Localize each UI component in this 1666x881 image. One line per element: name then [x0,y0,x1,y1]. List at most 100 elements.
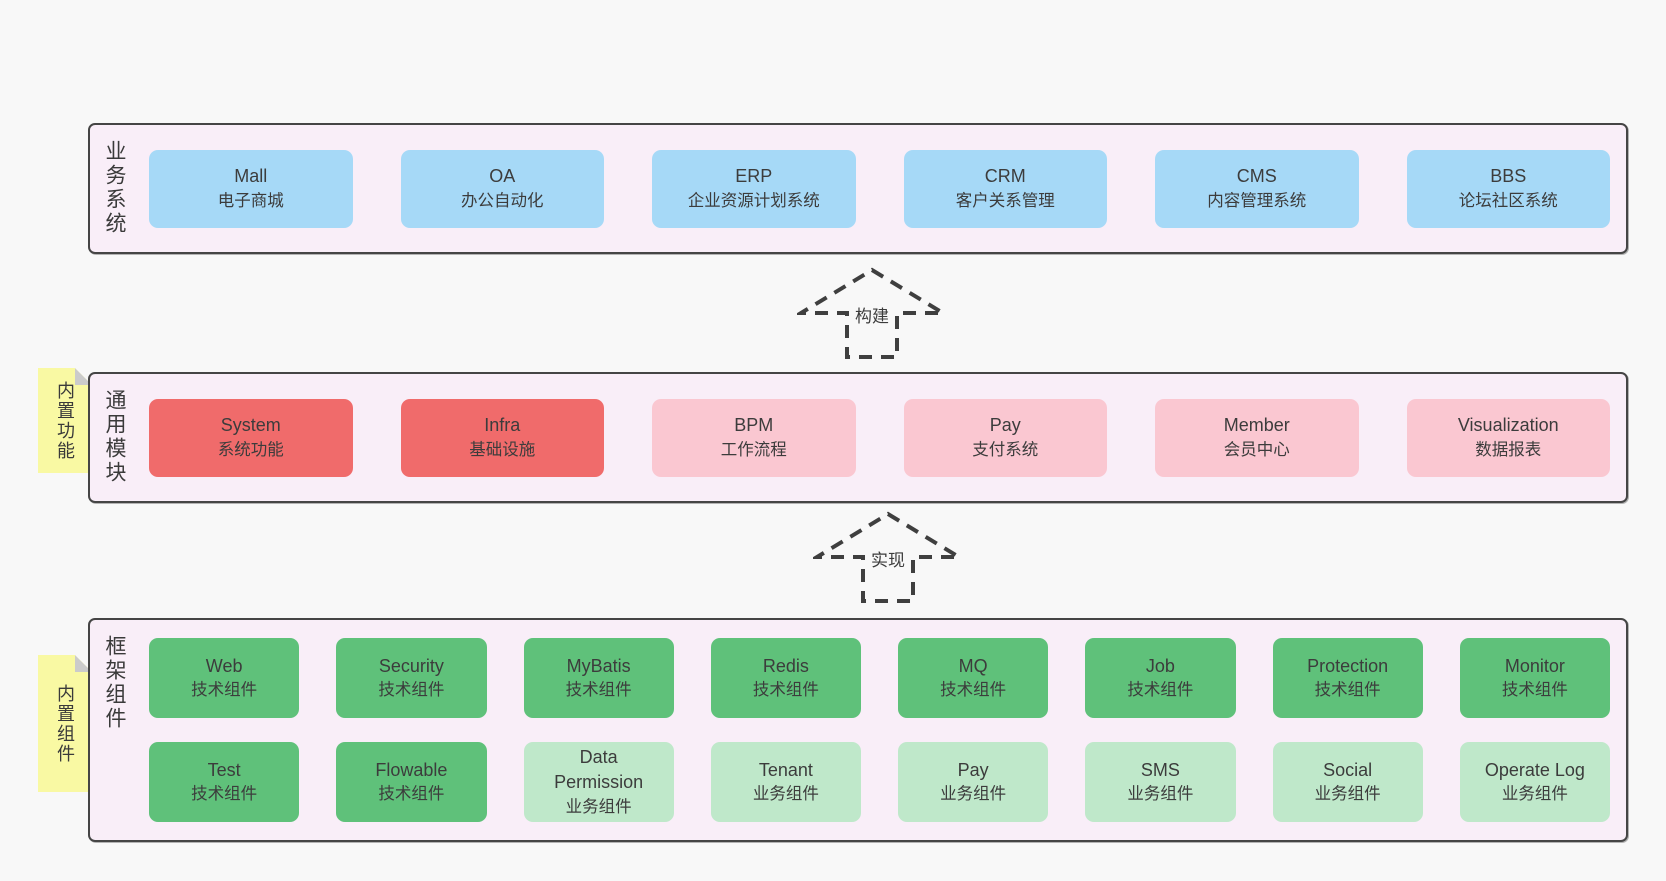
box-subtitle: 技术组件 [565,681,632,700]
box-subtitle: 数据报表 [1475,440,1542,459]
build-arrow: 构建 [797,266,947,361]
module-box-data-permission: Data Permission 业务组件 [523,742,674,822]
sticky-note-builtin-features: 内置功能 [38,368,92,473]
box-subtitle: 业务组件 [565,797,632,816]
box-title: CMS [1236,166,1277,187]
box-subtitle: 内容管理系统 [1207,191,1307,210]
box-subtitle: 技术组件 [940,681,1007,700]
box-title: MyBatis [566,655,631,676]
module-box-test: Test 技术组件 [149,742,300,822]
box-title: Mall [234,166,268,187]
box-title: Member [1223,415,1290,436]
module-box-tenant: Tenant 业务组件 [710,742,861,822]
module-box-redis: Redis 技术组件 [710,638,861,718]
module-box-social: Social 业务组件 [1272,742,1423,822]
box-title: System [220,415,281,436]
box-title: Flowable [375,759,448,780]
box-subtitle: 技术组件 [191,785,258,804]
module-box-crm: CRM 客户关系管理 [903,149,1107,228]
box-title: Tenant [758,759,813,780]
dashed-up-arrow-icon [813,511,963,603]
box-title: BBS [1490,166,1527,187]
module-box-erp: ERP 企业资源计划系统 [652,149,856,228]
box-subtitle: 客户关系管理 [955,191,1055,210]
module-box-bbs: BBS 论坛社区系统 [1406,149,1610,228]
box-subtitle: 技术组件 [191,681,258,700]
module-box-mall: Mall 电子商城 [149,149,353,228]
module-box-bpm: BPM 工作流程 [652,398,856,477]
module-box-security: Security 技术组件 [336,638,487,718]
box-subtitle: 业务组件 [940,785,1007,804]
box-subtitle: 工作流程 [720,440,787,459]
module-box-web: Web 技术组件 [149,638,300,718]
box-subtitle: 业务组件 [1127,785,1194,804]
box-subtitle: 支付系统 [972,440,1039,459]
box-subtitle: 技术组件 [378,681,445,700]
box-title: Infra [484,415,521,436]
sticky-note-label: 内置功能 [55,380,75,461]
box-title: SMS [1140,759,1180,780]
box-title: Social [1323,759,1373,780]
sticky-note-label: 内置组件 [55,683,75,764]
module-box-infra: Infra 基础设施 [400,398,604,477]
box-subtitle: 技术组件 [1314,681,1381,700]
box-title: Visualization [1457,415,1559,436]
sticky-note-builtin-components: 内置组件 [38,655,92,792]
box-subtitle: 技术组件 [1127,681,1194,700]
module-box-mybatis: MyBatis 技术组件 [523,638,674,718]
box-subtitle: 论坛社区系统 [1458,191,1558,210]
box-title: ERP [735,166,773,187]
module-box-flowable: Flowable 技术组件 [336,742,487,822]
box-title: Test [207,759,241,780]
box-subtitle: 会员中心 [1223,440,1290,459]
box-subtitle: 业务组件 [1501,785,1568,804]
box-title: Data Permission [554,746,644,793]
box-subtitle: 技术组件 [378,785,445,804]
module-box-cms: CMS 内容管理系统 [1155,149,1359,228]
box-subtitle: 业务组件 [752,785,819,804]
box-title: Pay [989,415,1021,436]
band-label: 通用模块 [103,389,126,485]
box-subtitle: 办公自动化 [461,191,544,210]
dashed-up-arrow-icon [797,267,947,359]
box-subtitle: 企业资源计划系统 [687,191,820,210]
box-subtitle: 技术组件 [752,681,819,700]
box-title: Security [378,655,444,676]
module-box-pay: Pay 支付系统 [903,398,1107,477]
box-title: Web [205,655,243,676]
box-subtitle: 业务组件 [1314,785,1381,804]
module-box-member: Member 会员中心 [1155,398,1359,477]
box-title: BPM [734,415,774,436]
implement-arrow: 实现 [813,510,963,605]
module-box-visualization: Visualization 数据报表 [1406,398,1610,477]
arrow-label: 实现 [868,546,908,571]
arrow-label: 构建 [852,302,892,327]
module-box-sms: SMS 业务组件 [1085,742,1236,822]
module-box-operate-log: Operate Log 业务组件 [1459,742,1610,822]
box-title: Redis [762,655,809,676]
box-subtitle: 基础设施 [469,440,536,459]
band-label: 框架组件 [103,635,126,731]
box-title: Operate Log [1484,759,1585,780]
box-title: Protection [1307,655,1389,676]
box-subtitle: 电子商城 [217,191,284,210]
module-box-protection: Protection 技术组件 [1272,638,1423,718]
box-title: CRM [984,166,1026,187]
box-subtitle: 技术组件 [1501,681,1568,700]
